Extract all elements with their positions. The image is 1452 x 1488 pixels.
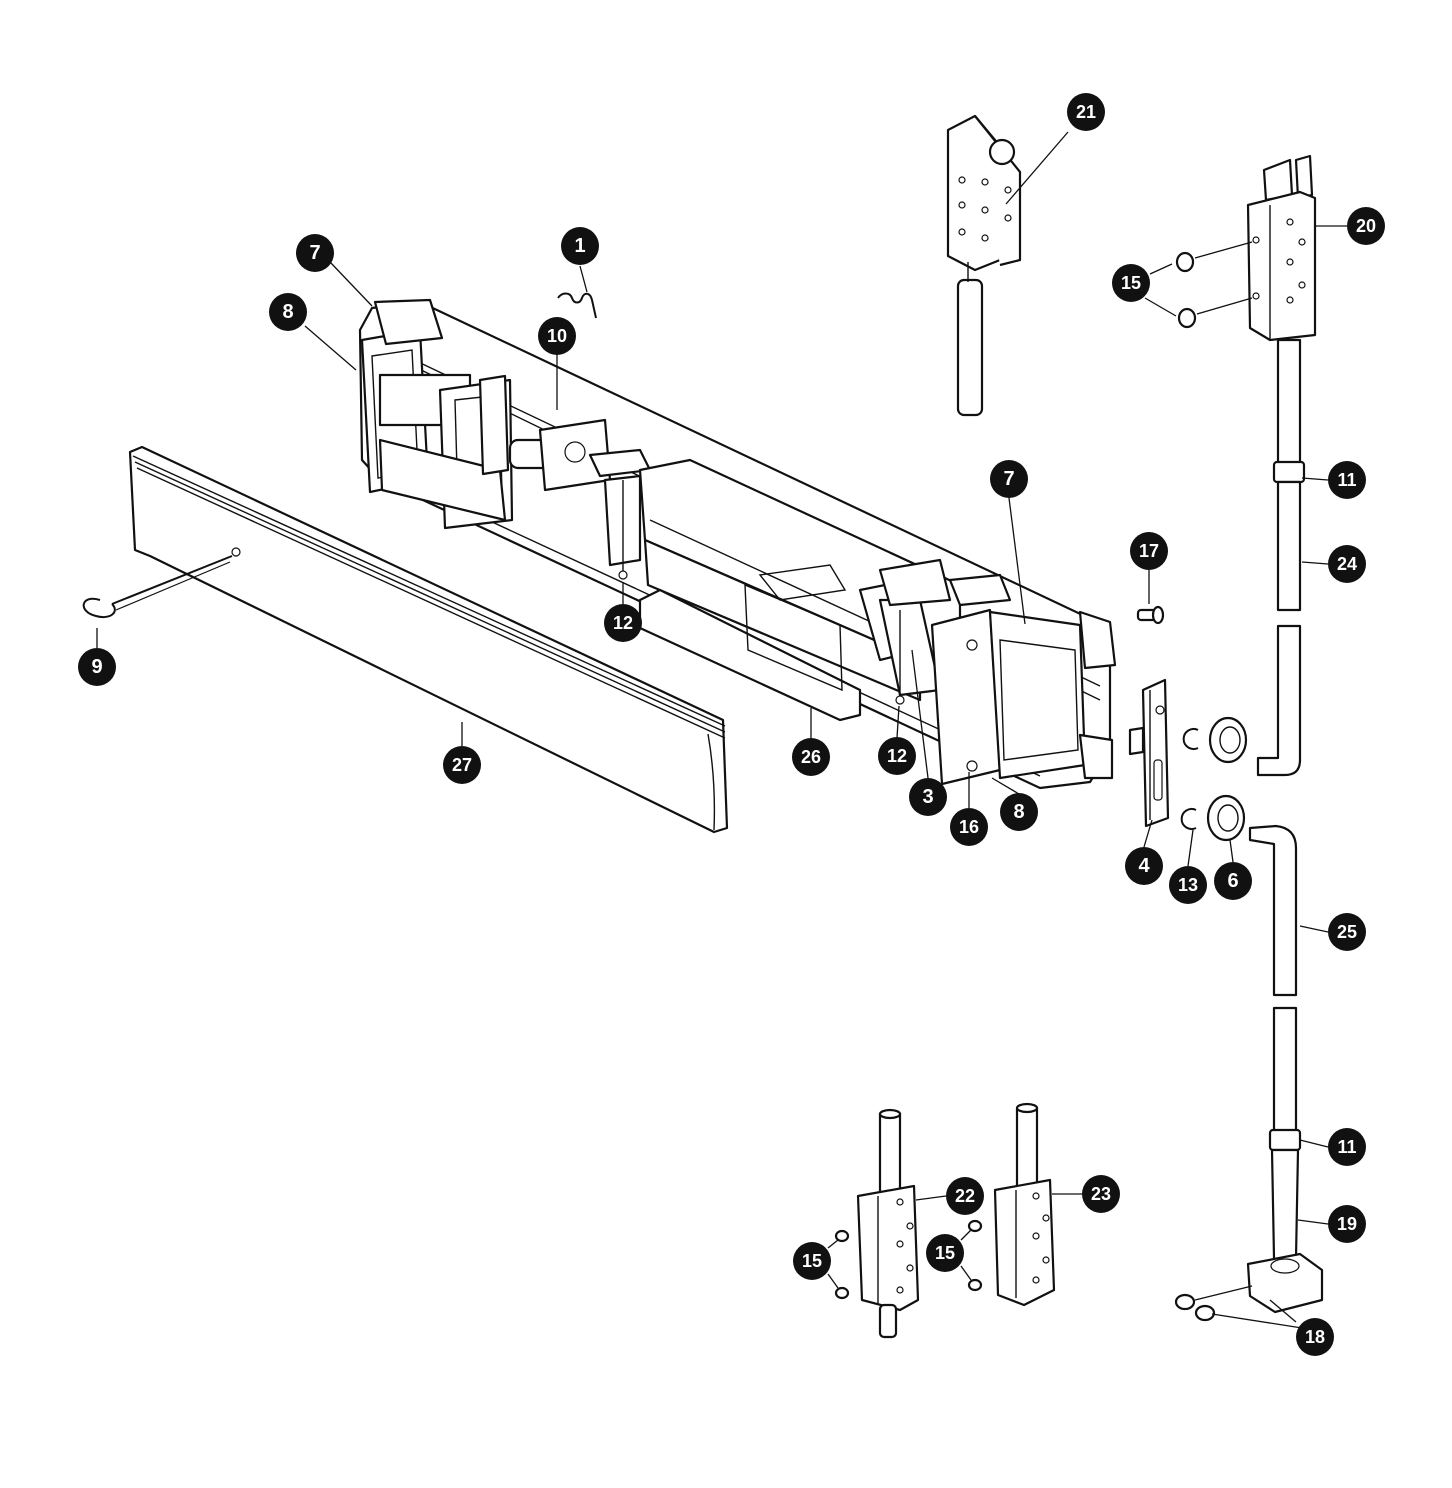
- callout-4: 4: [1125, 847, 1163, 885]
- svg-text:3: 3: [922, 786, 933, 808]
- svg-text:25: 25: [1337, 922, 1357, 942]
- callout-23: 23: [1082, 1175, 1120, 1213]
- top-latch-20: [1246, 154, 1317, 612]
- callout-13: 13: [1169, 866, 1207, 904]
- svg-text:4: 4: [1138, 855, 1150, 877]
- callout-6: 6: [1214, 862, 1252, 900]
- bent-rod-25: [1248, 824, 1298, 997]
- svg-text:26: 26: [801, 747, 821, 767]
- leader-lines: [96, 131, 1347, 1329]
- svg-text:18: 18: [1305, 1327, 1325, 1347]
- bottom-latch-23: [967, 1102, 1056, 1307]
- callout-22: 22: [946, 1177, 984, 1215]
- rod-19: [1268, 1006, 1302, 1276]
- bent-rod-upper: [1256, 624, 1302, 777]
- callout-3: 3: [909, 778, 947, 816]
- callout-16: 16: [950, 808, 988, 846]
- e-clip-lower: [1180, 808, 1197, 830]
- callout-24: 24: [1328, 545, 1366, 583]
- svg-text:8: 8: [282, 301, 293, 323]
- callout-15-top: 15: [1112, 264, 1150, 302]
- callout-19: 19: [1328, 1205, 1366, 1243]
- callout-12-upper: 12: [604, 604, 642, 642]
- cover-plate: [128, 445, 729, 834]
- latch-plate: [1128, 678, 1170, 828]
- callout-7: 7: [296, 234, 334, 272]
- callout-7-right: 7: [990, 460, 1028, 498]
- svg-text:16: 16: [959, 817, 979, 837]
- bushing-lower: [1206, 794, 1246, 842]
- top-latch-21: [946, 114, 1022, 417]
- bottom-receiver-18: [1174, 1252, 1324, 1322]
- spring: [557, 292, 597, 319]
- svg-text:12: 12: [887, 746, 907, 766]
- svg-text:12: 12: [613, 613, 633, 633]
- screws-top-latch: [1175, 241, 1253, 329]
- callout-8-right: 8: [1000, 793, 1038, 831]
- rivet: [1136, 605, 1165, 625]
- svg-text:27: 27: [452, 755, 472, 775]
- svg-text:7: 7: [309, 242, 320, 264]
- svg-text:11: 11: [1337, 1137, 1356, 1157]
- svg-text:17: 17: [1139, 541, 1159, 561]
- callout-11-lower: 11: [1328, 1128, 1366, 1166]
- svg-text:15: 15: [1121, 273, 1141, 293]
- callout-21: 21: [1067, 93, 1105, 131]
- svg-text:20: 20: [1356, 216, 1376, 236]
- callout-9: 9: [78, 648, 116, 686]
- bushing-upper: [1208, 716, 1248, 764]
- svg-text:10: 10: [547, 326, 567, 346]
- svg-text:15: 15: [935, 1243, 955, 1263]
- main-channel-housing: [358, 298, 1117, 790]
- svg-text:22: 22: [955, 1186, 975, 1206]
- callout-15-left: 15: [793, 1242, 831, 1280]
- svg-text:7: 7: [1003, 468, 1014, 490]
- svg-text:13: 13: [1178, 875, 1198, 895]
- callout-12-lower: 12: [878, 737, 916, 775]
- callout-15-mid: 15: [926, 1234, 964, 1272]
- callout-1: 1: [561, 227, 599, 265]
- svg-text:24: 24: [1337, 554, 1357, 574]
- callout-17: 17: [1130, 532, 1168, 570]
- callout-26: 26: [792, 738, 830, 776]
- callout-10: 10: [538, 317, 576, 355]
- svg-text:9: 9: [91, 656, 102, 678]
- svg-text:19: 19: [1337, 1214, 1357, 1234]
- svg-text:23: 23: [1091, 1184, 1111, 1204]
- svg-text:11: 11: [1337, 470, 1356, 490]
- callout-18: 18: [1296, 1318, 1334, 1356]
- svg-text:8: 8: [1013, 801, 1024, 823]
- svg-text:6: 6: [1227, 870, 1238, 892]
- bottom-latch-22: [834, 1108, 920, 1339]
- callout-11-upper: 11: [1328, 461, 1366, 499]
- callout-27: 27: [443, 746, 481, 784]
- callout-25: 25: [1328, 913, 1366, 951]
- e-clip-upper: [1182, 728, 1199, 750]
- svg-text:1: 1: [574, 235, 585, 257]
- callout-20: 20: [1347, 207, 1385, 245]
- svg-text:15: 15: [802, 1251, 822, 1271]
- svg-text:21: 21: [1076, 102, 1096, 122]
- callout-8: 8: [269, 293, 307, 331]
- retaining-pin: [82, 555, 233, 618]
